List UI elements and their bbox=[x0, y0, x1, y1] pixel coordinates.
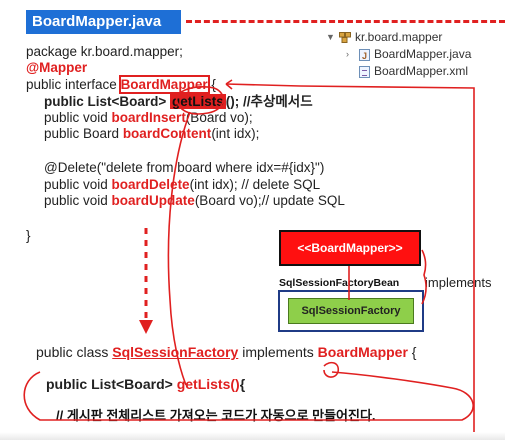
tree-file-label: BoardMapper.xml bbox=[374, 64, 469, 78]
tree-package-row[interactable]: ▼ kr.board.mapper bbox=[326, 29, 471, 46]
tree-file-xml[interactable]: BoardMapper.xml bbox=[326, 63, 471, 80]
dashed-connector-top bbox=[186, 20, 505, 23]
code-getlists-line: public List<Board> getLists(); //추상메서드 bbox=[44, 94, 313, 109]
code-update-line: public void boardUpdate(Board vo);// upd… bbox=[44, 193, 345, 208]
interface-name: BoardMapper bbox=[118, 75, 210, 94]
xml-file-icon bbox=[359, 65, 370, 78]
sqlsessionfactory-box: SqlSessionFactory bbox=[278, 290, 424, 332]
file-tab[interactable]: BoardMapper.java bbox=[26, 10, 181, 34]
code-package-line: package kr.board.mapper; bbox=[26, 44, 183, 59]
impl-method-line: public List<Board> getLists(){ bbox=[46, 376, 246, 392]
chevron-down-icon[interactable]: ▼ bbox=[326, 32, 335, 42]
code-delete-line: public void boardDelete(int idx); // del… bbox=[44, 177, 321, 192]
connector-right bbox=[225, 83, 475, 438]
project-tree: ▼ kr.board.mapper › BoardMapper.java Boa… bbox=[326, 29, 471, 80]
tree-package-label: kr.board.mapper bbox=[355, 30, 443, 44]
implements-label: implements bbox=[425, 275, 492, 290]
boardmapper-interface-box: <<BoardMapper>> bbox=[279, 230, 421, 266]
bottom-band bbox=[0, 432, 505, 440]
impl-class-line: public class SqlSessionFactory implement… bbox=[36, 344, 417, 360]
code-delete-annotation: @Delete("delete from board where idx=#{i… bbox=[44, 160, 325, 175]
sqlsessionfactory-label: SqlSessionFactory bbox=[288, 298, 414, 324]
code-interface-line: public interface BoardMapper { bbox=[26, 75, 216, 94]
chevron-right-icon[interactable]: › bbox=[346, 49, 349, 59]
factory-bean-label: SqlSessionFactoryBean bbox=[279, 277, 400, 289]
package-icon bbox=[339, 32, 351, 43]
getlists-highlight: getLists bbox=[170, 94, 226, 109]
tree-file-java[interactable]: › BoardMapper.java bbox=[326, 46, 472, 65]
java-file-icon bbox=[359, 48, 370, 65]
code-mapper-annotation: @Mapper bbox=[26, 60, 88, 75]
code-content-line: public Board boardContent(int idx); bbox=[44, 126, 260, 141]
code-close-brace: } bbox=[26, 228, 31, 243]
impl-class-name: SqlSessionFactory bbox=[112, 344, 239, 360]
tree-file-label: BoardMapper.java bbox=[374, 47, 472, 61]
